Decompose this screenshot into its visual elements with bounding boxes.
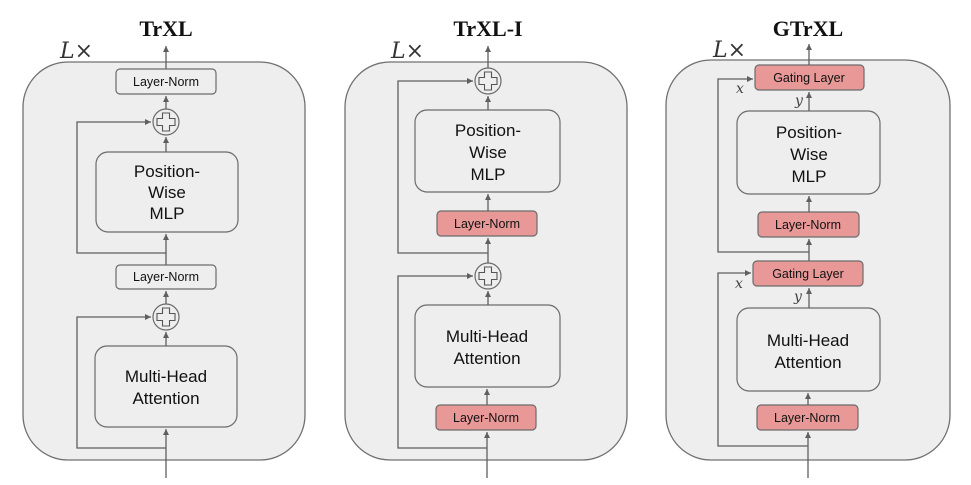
add-icon — [152, 108, 180, 136]
mlp-label-line1: Position- — [134, 162, 200, 181]
multi-head-attention-block — [94, 345, 238, 428]
panel-title: TrXL — [139, 16, 192, 41]
layer-norm-label: Layer-Norm — [133, 75, 199, 89]
gate-input-x: x — [736, 81, 744, 97]
panel-trxl-i: TrXL-I L× Layer-Norm Multi-Head Attentio… — [344, 16, 628, 478]
repeat-label: L× — [59, 39, 93, 64]
mlp-label-line2: Wise — [790, 145, 828, 164]
repeat-label: L× — [712, 38, 746, 63]
attention-label-line1: Multi-Head — [767, 331, 849, 350]
layer-norm-block — [435, 404, 537, 431]
mlp-label-line1: Position- — [455, 121, 521, 140]
multi-head-attention-block — [414, 304, 561, 388]
residual-connection-2 — [717, 76, 810, 261]
layer-norm-label: Layer-Norm — [133, 270, 199, 284]
layer-norm-block — [436, 210, 538, 237]
attention-label-line1: Multi-Head — [125, 367, 207, 386]
attention-label-line2: Attention — [132, 389, 199, 408]
add-icon — [474, 262, 502, 290]
gating-layer-block — [752, 260, 864, 287]
mlp-label-line2: Wise — [148, 183, 186, 202]
position-wise-mlp-block — [95, 151, 239, 233]
layer-norm-label: Layer-Norm — [774, 411, 840, 425]
gate-input-x: x — [735, 276, 743, 292]
mlp-label-line1: Position- — [776, 123, 842, 142]
panel-trxl: TrXL L× Multi-Head Attention Layer-Norm … — [22, 16, 306, 478]
panel-gtrxl: GTrXL L× Layer-Norm Multi-Head Attention… — [665, 16, 951, 478]
repeat-label: L× — [390, 39, 424, 64]
layer-norm-label: Layer-Norm — [775, 218, 841, 232]
mlp-label-line3: MLP — [150, 204, 185, 223]
residual-connection-2 — [397, 78, 489, 263]
attention-label-line2: Attention — [453, 349, 520, 368]
panel-title: TrXL-I — [453, 16, 522, 41]
gating-layer-label: Gating Layer — [772, 267, 844, 281]
residual-connection-2 — [76, 119, 167, 265]
panel-title: GTrXL — [773, 16, 843, 41]
residual-connection-1 — [76, 314, 166, 449]
attention-label-line1: Multi-Head — [446, 327, 528, 346]
add-icon — [474, 67, 502, 95]
layer-norm-label: Layer-Norm — [454, 217, 520, 231]
residual-connection-1 — [397, 273, 487, 449]
mlp-label-line3: MLP — [792, 167, 827, 186]
gate-input-y: y — [794, 93, 804, 109]
gating-layer-label: Gating Layer — [773, 71, 845, 85]
attention-label-line2: Attention — [774, 353, 841, 372]
mlp-label-line2: Wise — [469, 143, 507, 162]
gate-input-y: y — [793, 289, 803, 305]
mlp-label-line3: MLP — [471, 165, 506, 184]
residual-connection-1 — [717, 270, 808, 447]
add-icon — [152, 303, 180, 331]
layer-norm-label: Layer-Norm — [453, 411, 519, 425]
